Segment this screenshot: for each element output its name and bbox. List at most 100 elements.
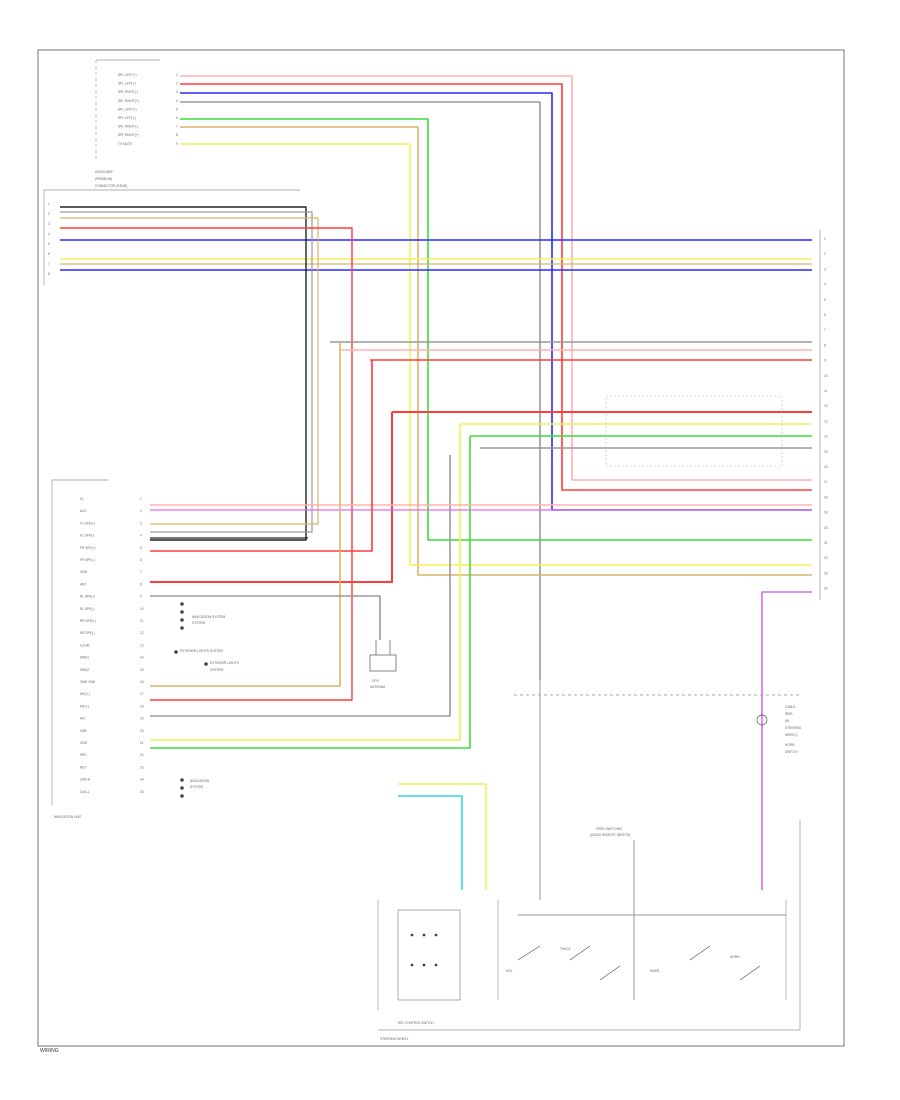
nav-pin-label: IG (80, 497, 84, 501)
right-pin-label: 12 (824, 404, 828, 408)
nav-system-label-2b: SYSTEM (190, 785, 203, 789)
nav-pin-label: SWS2 (80, 668, 89, 672)
switch-label-4: HORN (730, 955, 740, 959)
nav-pin-number: 20 (140, 729, 144, 733)
nav-pin-number: 18 (140, 704, 144, 708)
amp-pin-number: 6 (176, 116, 178, 120)
nav-pin-number: 21 (140, 741, 144, 745)
wire-mid-green-2 (150, 436, 471, 749)
wire-loop-red (60, 227, 353, 701)
left-pin-label: 8 (48, 272, 50, 276)
left-pin-label: 6 (48, 252, 50, 256)
nav-pin-number: 1 (140, 497, 142, 501)
amp-pin-number: 3 (176, 90, 178, 94)
right-pin-label: 21 (824, 541, 828, 545)
amp-pin-label: SPL LEFT(+) (118, 73, 137, 77)
diagram-frame (37, 49, 845, 1047)
right-pin-label: 1 (824, 237, 826, 241)
right-pin-label: 24 (824, 587, 828, 591)
nav-pin-label: RR SPK(-) (80, 631, 95, 635)
right-pin-label: 16 (824, 465, 828, 469)
nav-pin-label: FL SPK(+) (80, 521, 95, 525)
switch-label-1: VOL (506, 969, 513, 973)
cable-reel-label-6: HORN (785, 743, 795, 747)
speed-switch-label-2: (AUDIO REMOTE SWITCH) (590, 833, 630, 837)
cable-reel-label-2: REEL (785, 712, 794, 716)
right-pin-label: 13 (824, 419, 828, 423)
nav-pin-number: 10 (140, 607, 144, 611)
left-pin-label: 2 (48, 212, 50, 216)
nav-pin-number: 19 (140, 717, 144, 721)
ext-lights-label-1: EXTERIOR LIGHTS SYSTEM (180, 649, 223, 653)
nav-pin-label: ANT (80, 582, 86, 586)
right-pin-label: 10 (824, 374, 828, 378)
nav-pin-label: FR SPK(-) (80, 558, 95, 562)
switch-label-2: TRACK (560, 947, 572, 951)
right-pin-label: 23 (824, 571, 828, 575)
cable-reel-label-1: CABLE (785, 705, 795, 709)
wire-nav-gray (150, 595, 381, 640)
right-pin-label: 11 (824, 389, 828, 393)
amp-pin-label: SPL LEFT(-) (118, 82, 136, 86)
wires (60, 75, 812, 1000)
nav-pin-label: CAN-H (80, 778, 91, 782)
ext-lights-label-2: EXTERIOR LIGHTS (210, 661, 239, 665)
nav-pin-label: RL SPK(+) (80, 595, 95, 599)
right-pin-label: 5 (824, 298, 826, 302)
steering-wheel-label: STEERING WHEEL (380, 1037, 409, 1041)
left-pin-label: 5 (48, 242, 50, 246)
nav-pin-label: MIC(+) (80, 692, 90, 696)
cable-reel-label-4: STEERING (785, 726, 802, 730)
wire-amp-gray (180, 101, 541, 680)
wire-amp-pink (180, 75, 812, 481)
nav-pin-label: RL SPK(-) (80, 607, 94, 611)
right-pin-label: 6 (824, 313, 826, 317)
nav-pin-number: 7 (140, 570, 142, 574)
amp-pin-number: 7 (176, 125, 178, 129)
right-pin-label: 18 (824, 495, 828, 499)
amp-title-2: (PREMIUM) (95, 177, 112, 181)
nav-system-label-1: NAVIGATION SYSTEM (192, 615, 226, 619)
nav-pin-label: SWS GND (80, 680, 96, 684)
nav-pin-number: 11 (140, 619, 144, 623)
right-pin-label: 14 (824, 435, 828, 439)
nav-system-labels: NAVIGATION SYSTEM SYSTEM EXTERIOR LIGHTS… (174, 602, 239, 798)
nav-pin-number: 5 (140, 546, 142, 550)
nav-pin-number: 8 (140, 582, 142, 586)
wire-nav-red (150, 360, 373, 552)
right-pin-label: 9 (824, 359, 826, 363)
nav-pin-label: SWS1 (80, 656, 89, 660)
amp-title-1: AUDIO AMP (95, 170, 113, 174)
nav-system-label-1b: SYSTEM (192, 621, 205, 625)
steering-wheel-switches: HFL CONTROL SWITCH STEERING WHEEL FREE S… (377, 820, 801, 1041)
cable-reel-label-3: (IN (785, 719, 790, 723)
nav-pin-number: 2 (140, 509, 142, 513)
nav-pin-number: 3 (140, 521, 142, 525)
nav-pin-label: GND (80, 570, 88, 574)
nav-unit-label: NAVIGATION UNIT (54, 815, 82, 819)
nav-pin-number: 13 (140, 643, 144, 647)
antenna-label-1: GPS (372, 679, 379, 683)
cable-reel: CABLE REEL (IN STEERING WHEEL) HORN SWIT… (756, 705, 802, 754)
nav-pin-number: 9 (140, 595, 142, 599)
amp-pin-label: TX MUTE (118, 142, 132, 146)
right-pin-label: 2 (824, 252, 826, 256)
amp-pin-number: 1 (176, 73, 178, 77)
right-pin-label: 3 (824, 267, 826, 271)
wire-reel-purple (761, 591, 812, 890)
nav-pin-number: 23 (140, 765, 144, 769)
wire-amp-yellow (180, 143, 812, 566)
antenna-label-2: ANTENNA (370, 685, 386, 689)
left-pin-label: 1 (48, 202, 50, 206)
nav-pin-number: 15 (140, 668, 144, 672)
wire-loop-black (60, 206, 307, 541)
antenna-component: GPS ANTENNA (369, 640, 397, 689)
wire-amp-tan (180, 126, 812, 576)
left-pin-label: 7 (48, 262, 50, 266)
nav-pin-number: 16 (140, 680, 144, 684)
amp-pin-label: SPL RIGHT(+) (118, 133, 139, 137)
